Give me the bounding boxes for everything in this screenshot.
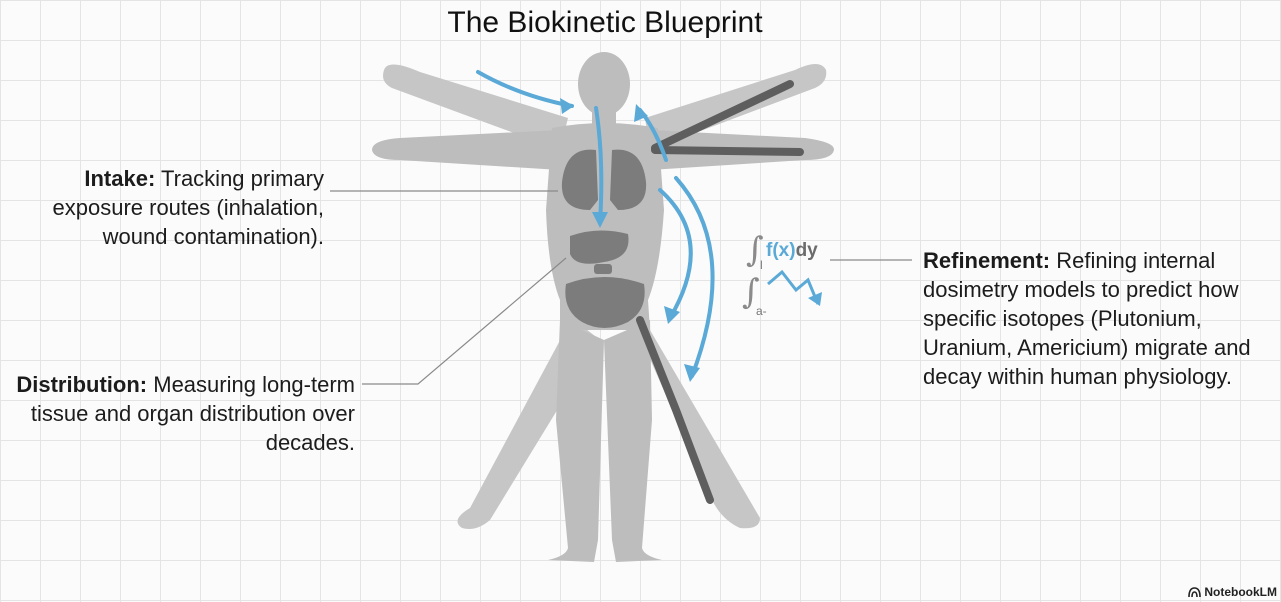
curve-arrow-outer: [676, 178, 713, 376]
brand-name: NotebookLM: [1204, 585, 1277, 599]
upper-limit-mark: l: [760, 258, 763, 272]
head: [578, 52, 630, 116]
differential: dy: [796, 240, 818, 261]
arm-bone-horizontal: [655, 150, 800, 152]
intake-label: Intake:: [84, 166, 155, 191]
notebooklm-logo-icon: [1188, 587, 1201, 598]
curve-arrow-inner: [660, 190, 691, 318]
distribution-label: Distribution:: [16, 372, 147, 397]
distribution-leader: [362, 258, 566, 384]
distribution-callout: Distribution: Measuring long-term tissue…: [0, 370, 355, 457]
intake-callout: Intake: Tracking primary exposure routes…: [0, 164, 324, 251]
arrowhead-icon: [684, 364, 700, 382]
integrand: f(x): [766, 240, 796, 261]
refinement-callout: Refinement: Refining internal dosimetry …: [923, 246, 1273, 391]
horizontal-left-arm: [372, 130, 560, 170]
lower-limit-mark: a-: [756, 304, 767, 318]
refinement-label: Refinement:: [923, 248, 1050, 273]
formula-expression: f(x)dy: [766, 240, 818, 262]
arrowhead-icon: [664, 306, 680, 324]
vertebra: [594, 264, 612, 274]
arrowhead-icon: [560, 98, 574, 114]
brand-watermark: NotebookLM: [1188, 585, 1277, 599]
